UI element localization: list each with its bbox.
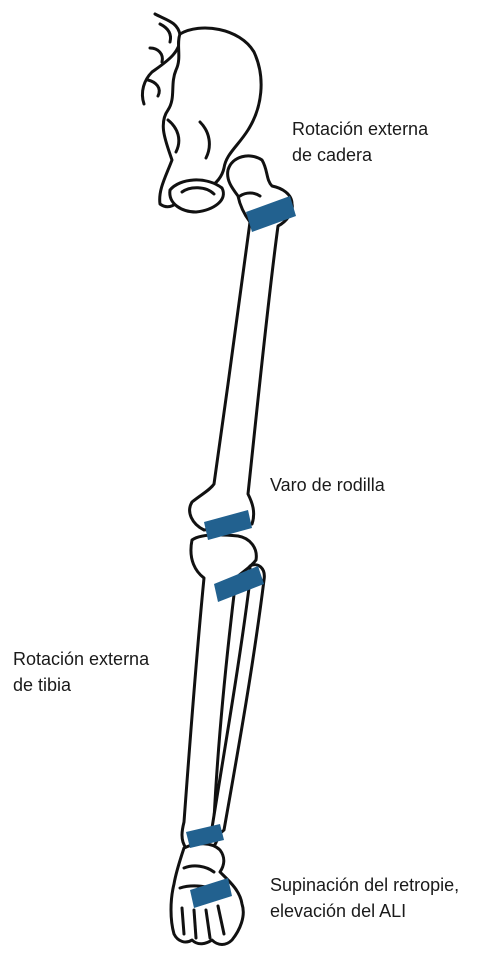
foot-supination-label: Supinación del retropie, elevación del A… bbox=[270, 872, 459, 924]
foot-label-line-2: elevación del ALI bbox=[270, 898, 459, 924]
tibia-label-line-2: de tibia bbox=[13, 672, 149, 698]
knee-varus-label: Varo de rodilla bbox=[270, 472, 385, 498]
knee-label-line-1: Varo de rodilla bbox=[270, 472, 385, 498]
tibia-rotation-label: Rotación externa de tibia bbox=[13, 646, 149, 698]
foot-label-line-1: Supinación del retropie, bbox=[270, 872, 459, 898]
hip-label-line-1: Rotación externa bbox=[292, 116, 428, 142]
hip-rotation-label: Rotación externa de cadera bbox=[292, 116, 428, 168]
tibia-label-line-1: Rotación externa bbox=[13, 646, 149, 672]
hip-label-line-2: de cadera bbox=[292, 142, 428, 168]
